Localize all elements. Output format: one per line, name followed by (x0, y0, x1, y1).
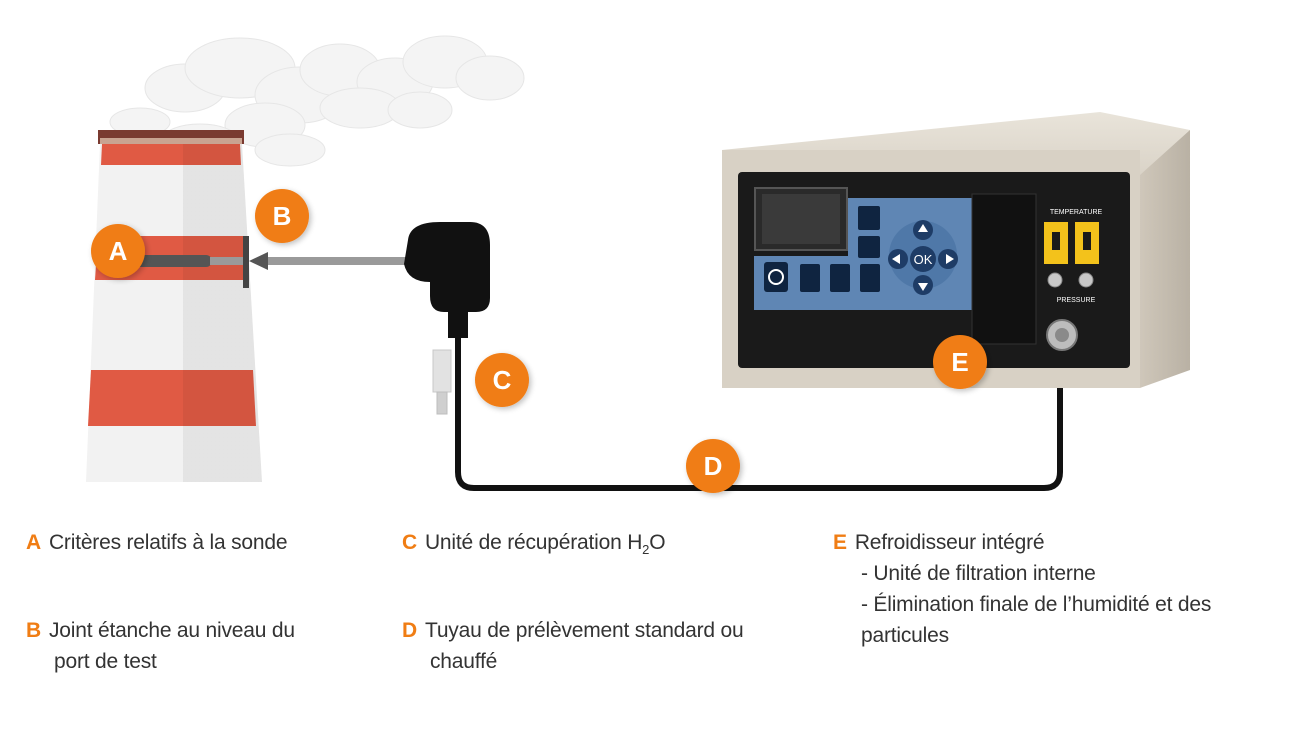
legend-text-c-after: O (649, 531, 666, 554)
sampling-probe (130, 236, 408, 288)
legend-text-a: Critères relatifs à la sonde (48, 531, 288, 554)
legend-item-c: C Unité de récupération H2O (402, 527, 666, 565)
ok-button-label: OK (914, 252, 933, 267)
probe-handle (404, 222, 490, 338)
callout-e: E (933, 335, 987, 389)
sample-hose (455, 336, 1063, 491)
legend-letter-c: C (402, 531, 417, 554)
legend-item-d: D Tuyau de prélèvement standard ou chauff… (402, 615, 744, 677)
callout-c-label: C (493, 365, 512, 395)
legend-text-b-line2: port de test (54, 650, 157, 673)
callout-b-label: B (273, 201, 292, 231)
legend-text-c: Unité de récupération H (424, 531, 643, 554)
water-trap (432, 349, 452, 415)
legend-letter-b: B (26, 619, 41, 642)
callout-e-label: E (951, 347, 968, 377)
callout-d: D (686, 439, 740, 493)
callout-d-label: D (704, 451, 723, 481)
legend-item-b: B Joint étanche au niveau du port de test (26, 615, 295, 677)
legend-text-d-line2: chauffé (430, 650, 498, 673)
legend-text-e-line4: particules (861, 624, 949, 647)
legend-text-e-line3: - Élimination finale de l’humidité et de… (861, 593, 1212, 616)
temperature-label: TEMPERATURE (1050, 209, 1103, 216)
callout-a: A (91, 224, 145, 278)
legend-letter-e: E (833, 531, 847, 554)
legend-text-c-subscript: 2 (642, 542, 650, 557)
legend-item-e: E Refroidisseur intégré - Unité de filtra… (833, 527, 1211, 651)
legend-text-e-line1: Refroidisseur intégré (854, 531, 1045, 554)
smoke-cloud (109, 35, 525, 167)
pressure-label: PRESSURE (1057, 297, 1096, 304)
legend-item-a: A Critères relatifs à la sonde (26, 527, 288, 558)
legend-letter-a: A (26, 531, 41, 554)
legend-text-b-line1: Joint étanche au niveau du (48, 619, 295, 642)
analyzer-device: OK sauermann TEMPERATURE PRESSURE (722, 112, 1190, 388)
callout-b: B (255, 189, 309, 243)
callout-a-label: A (109, 236, 128, 266)
legend-text-d-line1: Tuyau de prélèvement standard ou (424, 619, 744, 642)
legend-text-e-line2: - Unité de filtration interne (861, 562, 1096, 585)
chimney-stack (86, 130, 262, 482)
legend-letter-d: D (402, 619, 417, 642)
callout-c: C (475, 353, 529, 407)
sampling-diagram: OK sauermann TEMPERATURE PRESSURE A B (86, 35, 1190, 493)
